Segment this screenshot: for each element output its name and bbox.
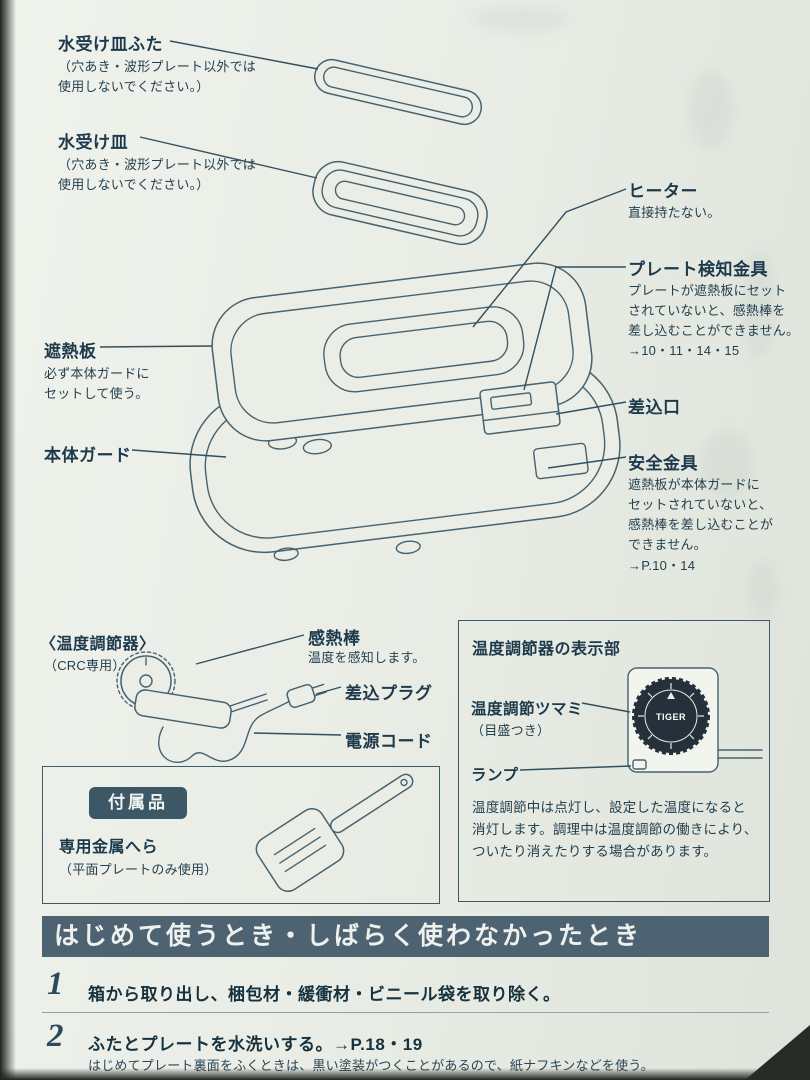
plate-detector-leader-line <box>523 266 626 391</box>
safety-leader-line <box>547 456 627 469</box>
display-box-title: 温度調節器の表示部 <box>472 641 621 658</box>
step-1-text: 箱から取り出し、梱包材・緩衝材・ビニール袋を取り除く。 <box>88 985 561 1004</box>
heat-shield-note: 必ず本体ガードに セットして使う。 <box>44 366 150 402</box>
body-guard-leader-line <box>131 449 227 458</box>
lid-label: 水受け皿ふた <box>58 35 163 54</box>
sensor-note: 温度を感知します。 <box>308 650 426 665</box>
cord-leader-line <box>253 732 342 736</box>
socket-label: 差込口 <box>628 398 681 417</box>
drip-tray-lid-illustration <box>313 58 483 126</box>
knob-label: 温度調節ツマミ <box>471 701 584 718</box>
plug-leader-line <box>315 686 342 695</box>
tray-label: 水受け皿 <box>58 133 128 152</box>
heater-illustration <box>323 306 525 393</box>
controller-illustration <box>116 651 327 763</box>
heater-label: ヒーター <box>628 182 698 201</box>
tray-note: （穴あき・波形プレート以外では 使用しないでください。） <box>58 157 257 193</box>
display-box: 温度調節器の表示部 温度調節ツマミ （目盛つき） ランプ 温度調節中は点灯し、設… <box>458 620 770 902</box>
plug-illustration <box>286 683 327 709</box>
controller-subtitle: （CRC専用） <box>44 658 126 673</box>
safety-note: 遮熱板が本体ガードに セットされていないと、 感熱棒を差し込むことが できません… <box>628 477 774 573</box>
controller-title: 〈温度調節器〉 <box>40 636 156 653</box>
bleed-through-mark <box>742 250 776 360</box>
step-divider <box>42 1012 769 1013</box>
step-2-number: 2 <box>47 1018 64 1054</box>
safety-label: 安全金具 <box>628 454 698 473</box>
step-1-number: 1 <box>47 966 64 1002</box>
accessories-badge: 付属品 <box>89 787 187 819</box>
heat-shield-label: 遮熱板 <box>44 342 97 361</box>
socket-illustration <box>479 381 561 435</box>
accessories-note: （平面プレートのみ使用） <box>59 862 218 877</box>
step-2-subtext: はじめてプレート裏面をふくときは、黒い塗装がつくことがあるので、紙ナフキンなどを… <box>88 1058 654 1073</box>
bleed-through-mark <box>470 6 570 32</box>
heater-leader-line <box>472 188 627 328</box>
accessories-title: 専用金属へら <box>59 839 159 856</box>
sensor-rod-illustration <box>229 693 268 713</box>
lamp-label: ランプ <box>471 767 519 784</box>
sensor-label: 感熱棒 <box>308 629 361 648</box>
photo-corner-bottom-right <box>745 1025 810 1080</box>
step-2-text: ふたとプレートを水洗いする。→P.18・19 <box>88 1035 423 1054</box>
plug-label: 差込プラグ <box>345 684 433 703</box>
body-guard-label: 本体ガード <box>44 446 132 465</box>
heater-note: 直接持たない。 <box>628 205 721 220</box>
power-cord-illustration <box>158 700 291 763</box>
bleed-through-mark <box>688 70 734 150</box>
section-banner: はじめて使うとき・しばらく使わなかったとき <box>42 916 769 957</box>
sensor-leader-line <box>195 634 305 665</box>
plate-detector-note: プレートが遮熱板にセット されていないと、感熱棒を 差し込むことができません。 … <box>628 283 800 359</box>
bleed-through-mark <box>700 430 754 500</box>
socket-leader-line <box>555 401 627 415</box>
lid-note: （穴あき・波形プレート以外では 使用しないでください。） <box>58 59 257 95</box>
photo-edge-left <box>0 0 16 1080</box>
accessories-box: 付属品 専用金属へら （平面プレートのみ使用） <box>42 766 440 904</box>
cord-label: 電源コード <box>345 732 433 751</box>
knob-note: （目盛つき） <box>471 723 551 738</box>
plate-detector-label: プレート検知金具 <box>628 260 768 279</box>
body-guard-illustration <box>189 356 621 562</box>
heat-shield-leader-line <box>99 345 213 348</box>
bleed-through-mark <box>748 560 778 620</box>
heat-shield-illustration <box>211 262 593 442</box>
drip-tray-illustration <box>312 160 488 246</box>
display-box-description: 温度調節中は点灯し、設定した温度になると消灯します。調理中は温度調節の働きにより… <box>472 800 758 859</box>
